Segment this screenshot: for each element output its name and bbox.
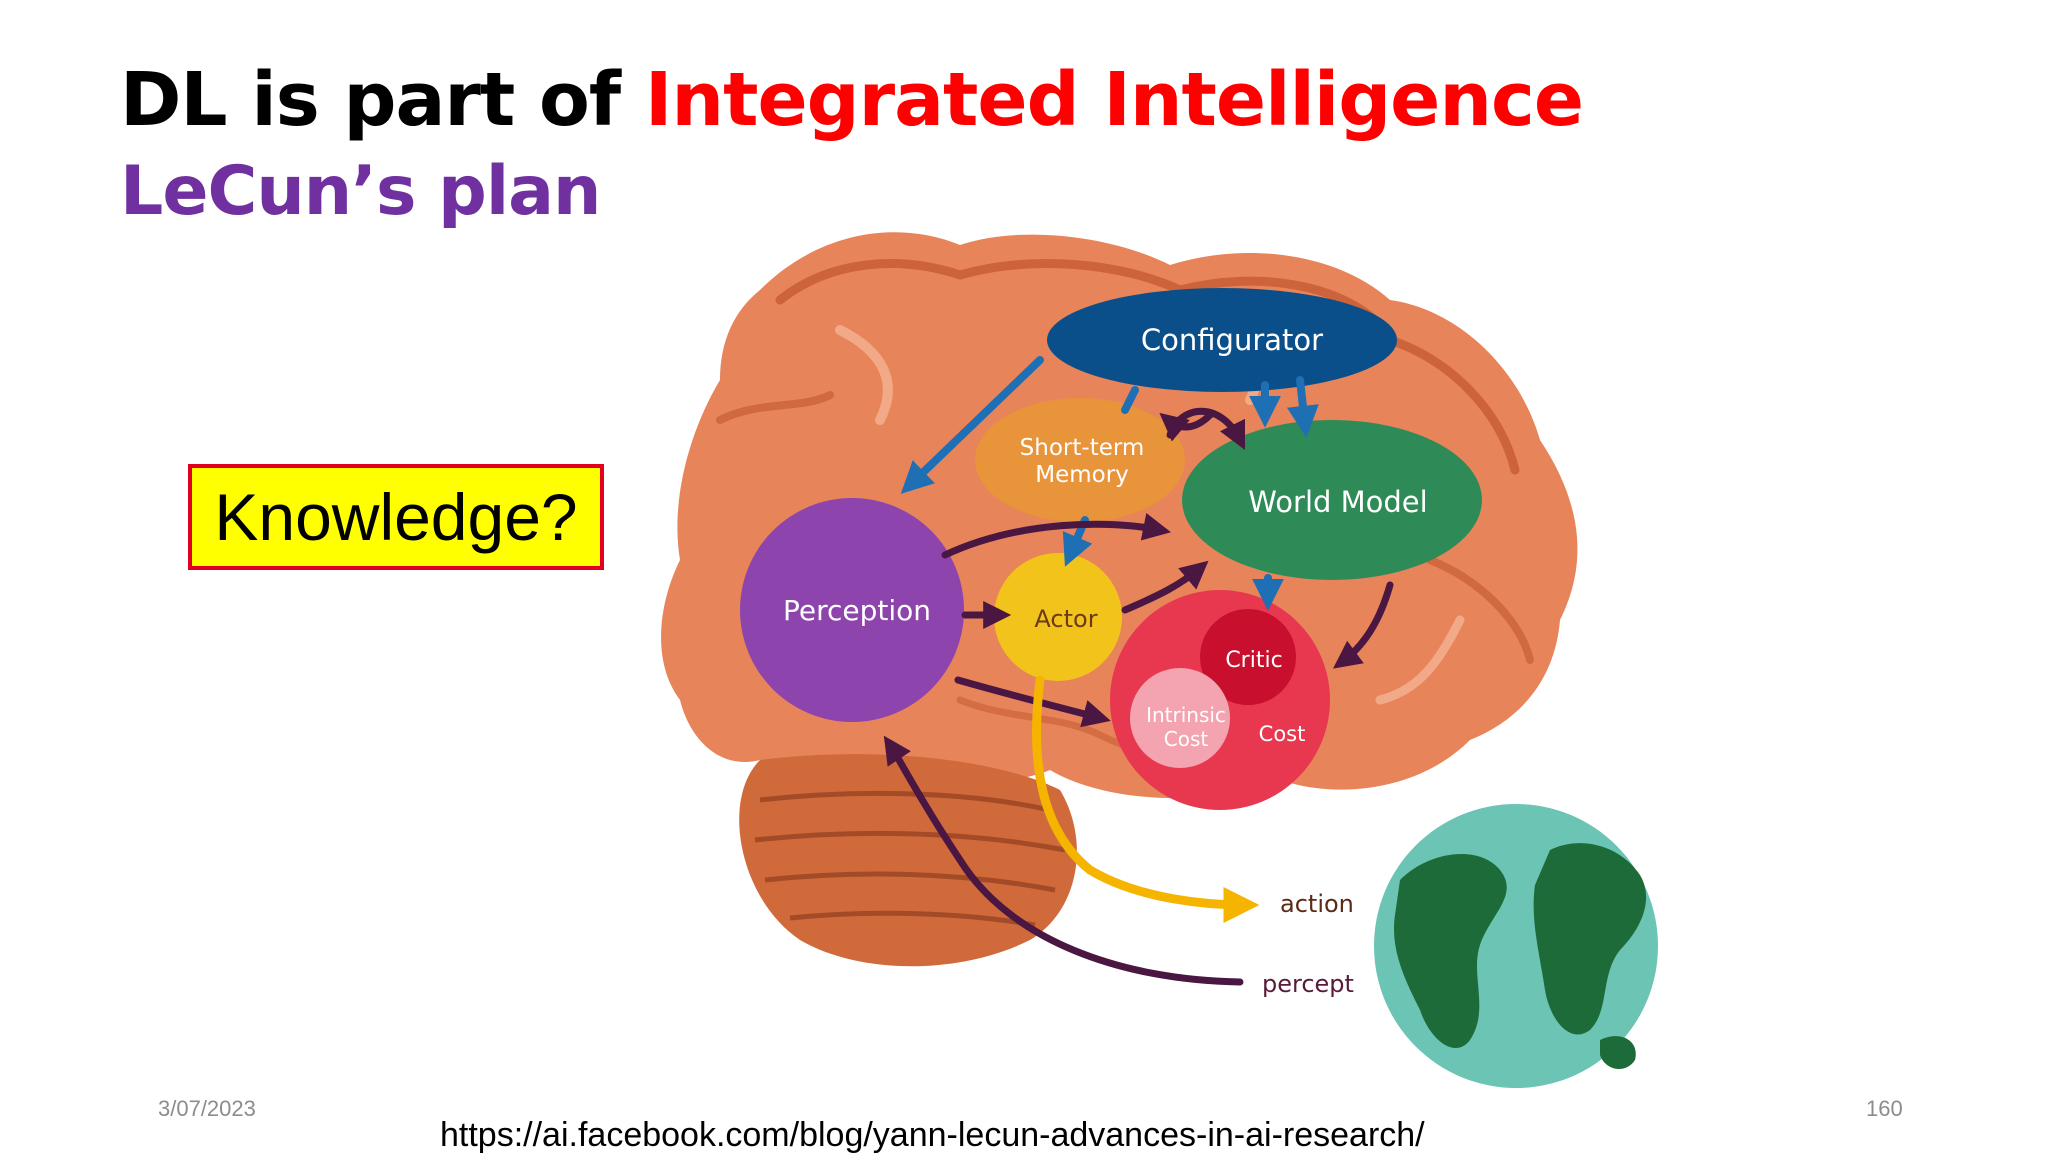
short-term-memory-label-line1: Short-term <box>1020 435 1145 461</box>
intrinsic-cost-module <box>1130 668 1230 768</box>
actor-module <box>994 553 1122 681</box>
actor-label: Actor <box>1034 605 1097 633</box>
slide-date: 3/07/2023 <box>158 1096 256 1121</box>
short-term-memory-module <box>975 398 1185 522</box>
slide-title: DL is part of Integrated Intelligence <box>120 61 1584 140</box>
source-url: https://ai.facebook.com/blog/yann-lecun-… <box>440 1116 1425 1154</box>
intrinsic-cost-label-line2: Cost <box>1164 727 1209 751</box>
slide-page-number: 160 <box>1866 1096 1903 1121</box>
cerebellum <box>739 754 1077 967</box>
earth-globe <box>1374 804 1658 1088</box>
action-arrow <box>1032 675 1260 923</box>
world-model-module <box>1182 420 1482 580</box>
title-highlight: Integrated Intelligence <box>644 57 1584 143</box>
world-model-label: World Model <box>1248 485 1427 519</box>
perception-module <box>740 498 964 722</box>
short-term-memory-label-line2: Memory <box>1035 462 1129 488</box>
information-flow-arrows <box>883 407 1394 986</box>
knowledge-callout: Knowledge? <box>188 464 604 570</box>
configurator-label: Configurator <box>1141 323 1323 357</box>
action-label: action <box>1280 890 1354 918</box>
configurator-module <box>1047 288 1397 392</box>
percept-label: percept <box>1262 970 1354 998</box>
slide-subtitle: LeCun’s plan <box>120 152 601 231</box>
critic-module <box>1200 609 1296 705</box>
critic-label: Critic <box>1225 648 1282 673</box>
cost-label: Cost <box>1259 722 1306 746</box>
intrinsic-cost-label-line1: Intrinsic <box>1146 703 1226 727</box>
title-prefix: DL is part of <box>120 57 645 143</box>
perception-label: Perception <box>783 594 931 627</box>
